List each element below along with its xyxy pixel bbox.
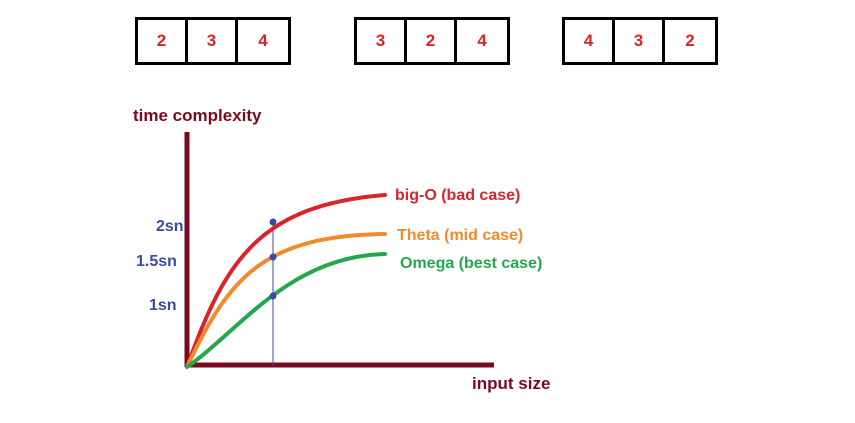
x-axis-label: input size	[472, 374, 550, 393]
curve-label-big-o: big-O (bad case)	[395, 187, 520, 204]
array-1-cell: 4	[258, 31, 268, 50]
point-big-o	[269, 218, 277, 226]
array-3: 4 3 2	[562, 17, 718, 65]
y-tick-label: 1sn	[149, 297, 177, 314]
array-3-cell: 4	[565, 20, 615, 62]
array-1-cell: 2	[138, 20, 188, 62]
y-tick-label: 2sn	[156, 218, 184, 235]
array-2-cell: 4	[477, 31, 487, 50]
array-1: 2 3 4	[135, 17, 291, 65]
array-2: 3 2 4	[354, 17, 510, 65]
curve-label-omega: Omega (best case)	[400, 255, 542, 272]
y-tick-label: 1.5sn	[136, 253, 177, 270]
array-3-cell: 2	[685, 31, 695, 50]
y-axis-label: time complexity	[133, 106, 262, 125]
point-theta	[269, 253, 277, 261]
point-omega	[269, 292, 277, 300]
array-3-cell: 3	[615, 20, 665, 62]
curve-theta	[185, 232, 387, 369]
curve-big-o	[185, 193, 387, 369]
array-2-cell: 2	[407, 20, 457, 62]
curve-label-theta: Theta (mid case)	[397, 227, 523, 244]
array-2-cell: 3	[357, 20, 407, 62]
array-1-cell: 3	[188, 20, 238, 62]
